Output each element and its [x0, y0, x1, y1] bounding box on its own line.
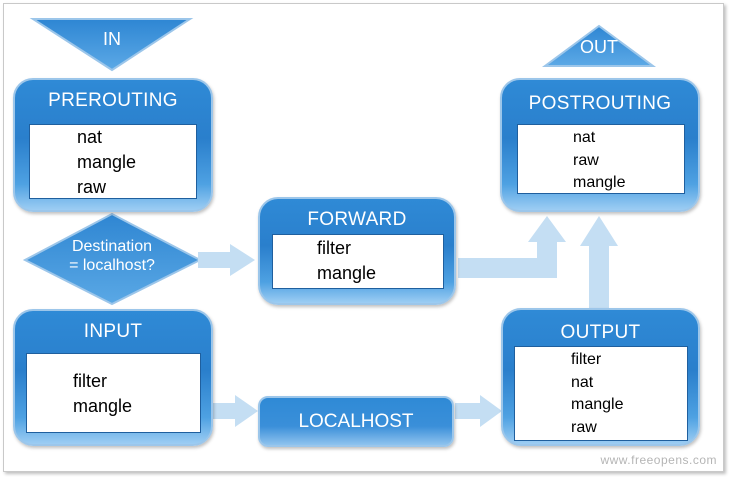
- input-tables: filter mangle: [26, 353, 201, 433]
- table-item: filter: [317, 238, 352, 258]
- table-item: raw: [573, 151, 599, 169]
- forward-chain: FORWARD filter mangle: [258, 197, 456, 305]
- table-item: mangle: [77, 152, 137, 172]
- arrow-output-to-postrouting: [580, 216, 618, 310]
- table-item: nat: [77, 127, 103, 147]
- forward-title: FORWARD: [307, 209, 407, 230]
- table-item: filter: [73, 371, 108, 391]
- prerouting-title: PREROUTING: [48, 90, 178, 111]
- table-item: mangle: [573, 174, 626, 191]
- table-item: filter: [571, 351, 602, 368]
- table-item: mangle: [317, 263, 377, 283]
- localhost-node: LOCALHOST: [258, 396, 454, 447]
- diagram-frame: [3, 3, 724, 472]
- table-item: mangle: [73, 396, 133, 416]
- table-item: nat: [571, 373, 594, 391]
- table-item: mangle: [571, 396, 624, 413]
- postrouting-chain: POSTROUTING nat raw mangle: [500, 78, 700, 212]
- decision-label: Destination = localhost?: [47, 237, 177, 275]
- table-item: nat: [573, 129, 596, 146]
- prerouting-chain: PREROUTING nat mangle raw: [13, 78, 213, 212]
- arrow-localhost-to-output: [455, 395, 502, 427]
- output-chain: OUTPUT filter nat mangle raw: [501, 308, 700, 446]
- input-title: INPUT: [83, 321, 143, 342]
- arrow-to-forward: [198, 244, 255, 276]
- in-triangle: [29, 18, 194, 72]
- arrow-input-to-localhost: [210, 395, 258, 427]
- out-label: OUT: [580, 37, 618, 57]
- decision-line-1: Destination: [71, 238, 153, 255]
- output-title: OUTPUT: [560, 322, 641, 343]
- arrow-forward-to-postrouting: [458, 216, 566, 278]
- decision-diamond: [22, 212, 203, 306]
- decision-line-2: = localhost?: [69, 257, 155, 274]
- postrouting-tables: nat raw mangle: [517, 124, 685, 194]
- in-label: IN: [103, 29, 121, 49]
- watermark: www.freeopens.com: [600, 453, 717, 467]
- postrouting-title: POSTROUTING: [528, 93, 672, 114]
- prerouting-tables: nat mangle raw: [29, 124, 197, 199]
- table-item: raw: [571, 418, 597, 436]
- output-tables: filter nat mangle raw: [514, 346, 688, 441]
- input-chain: INPUT filter mangle: [13, 309, 213, 446]
- out-triangle: [541, 24, 657, 67]
- forward-tables: filter mangle: [272, 234, 444, 289]
- table-item: raw: [77, 177, 107, 197]
